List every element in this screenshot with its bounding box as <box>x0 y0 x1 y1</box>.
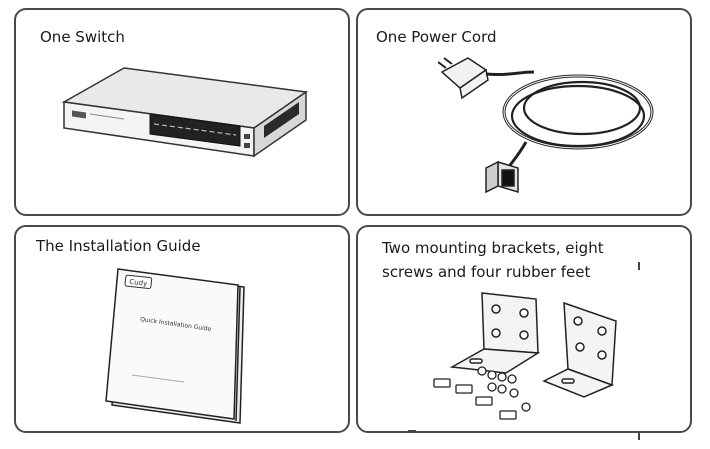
panel-switch: One Switch <box>14 8 350 216</box>
switch-illustration <box>61 67 309 158</box>
panel-guide-label: The Installation Guide <box>36 237 201 255</box>
panel-brackets-label-line2: screws and four rubber feet <box>382 263 591 281</box>
brackets-illustration <box>433 292 617 420</box>
divider-tick <box>408 430 416 432</box>
power-cord-illustration <box>438 57 654 194</box>
panel-guide: The Installation Guide Cudy Quick Instal… <box>14 225 350 433</box>
guide-illustration: Cudy Quick Installation Guide <box>105 268 245 424</box>
panel-power-cord: One Power Cord <box>356 8 692 216</box>
guide-brand-text: Cudy <box>129 278 148 288</box>
panel-power-cord-label: One Power Cord <box>376 28 497 46</box>
panel-brackets: Two mounting brackets, eight screws and … <box>356 225 692 433</box>
panel-brackets-label-line1: Two mounting brackets, eight <box>382 239 604 257</box>
divider-tick <box>638 262 640 270</box>
divider-tick <box>638 432 640 440</box>
panel-switch-label: One Switch <box>40 28 125 46</box>
